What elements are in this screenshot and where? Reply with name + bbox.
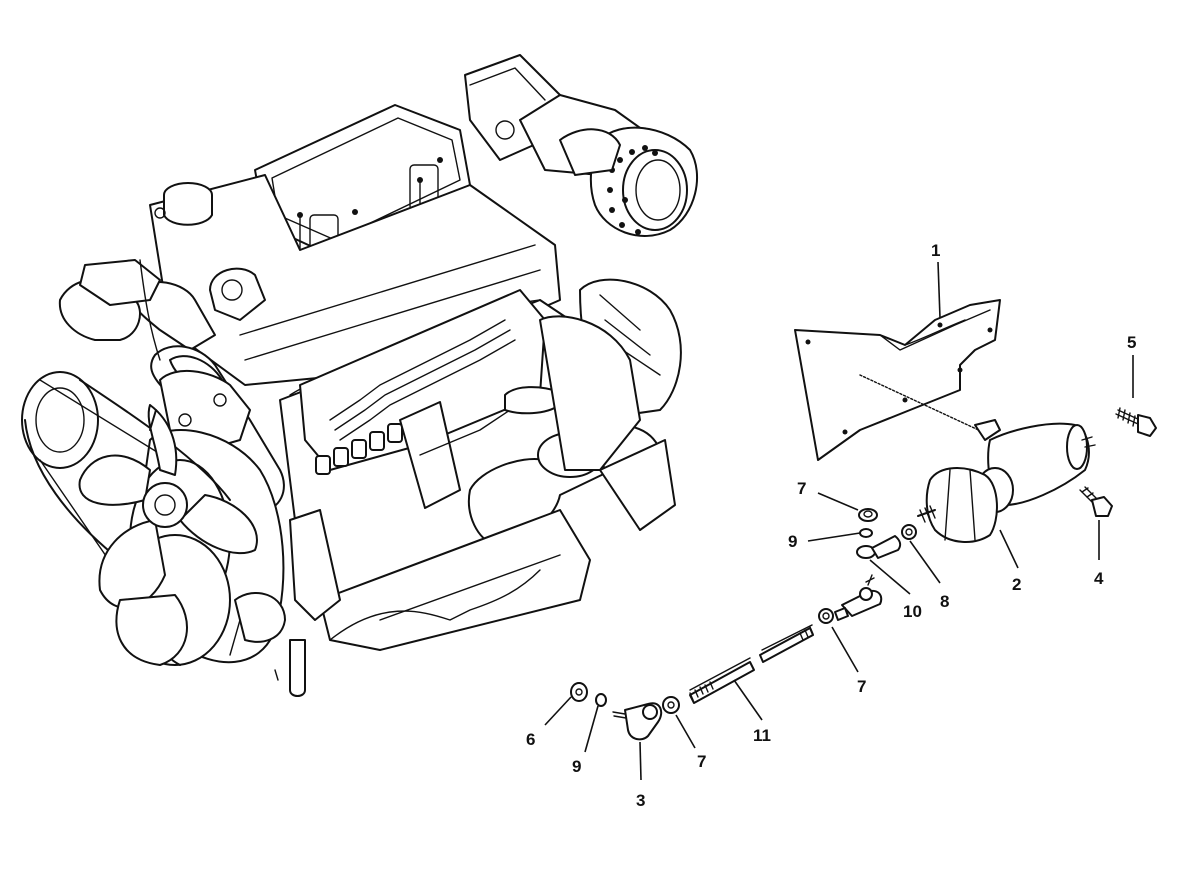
part-3-rod-end (612, 702, 663, 741)
callout-7-right: 7 (857, 677, 866, 696)
callout-4: 4 (1094, 569, 1104, 588)
part-10-clevis (856, 535, 902, 559)
callout-9-lower: 9 (572, 757, 581, 776)
rod-end-upper (818, 574, 883, 624)
part-8-nut (901, 524, 917, 540)
engine-assembly (21, 54, 699, 697)
part-2-solenoid (917, 419, 1096, 543)
callout-1: 1 (931, 241, 940, 260)
callout-8: 8 (940, 592, 949, 611)
part-11-rod (689, 624, 814, 704)
part-7-nut-lower (662, 696, 680, 714)
part-1-bracket (794, 299, 1001, 461)
part-5-bolt (1115, 407, 1157, 437)
part-4-bolt (1079, 486, 1113, 517)
injector-lines (329, 319, 516, 441)
part-9-washer-upper (859, 528, 873, 538)
leader-lines (544, 261, 1134, 781)
callout-7-lower: 7 (697, 752, 706, 771)
callout-3: 3 (636, 791, 645, 810)
part-7-nut-upper (858, 508, 878, 522)
callout-10: 10 (903, 602, 922, 621)
callout-5: 5 (1127, 333, 1136, 352)
callout-6: 6 (526, 730, 535, 749)
callout-2: 2 (1012, 575, 1021, 594)
part-6-nut (570, 682, 588, 702)
part-9-washer-lower (595, 693, 607, 707)
injection-pump-nozzles (315, 423, 403, 475)
air-filter-holes (607, 145, 658, 235)
callout-11: 11 (753, 726, 771, 745)
cooling-fan (78, 404, 258, 666)
callout-9-upper: 9 (788, 532, 797, 551)
callout-labels: 1 2 3 4 5 6 7 7 7 8 9 9 10 11 (526, 241, 1136, 810)
callout-7-upper: 7 (797, 479, 806, 498)
